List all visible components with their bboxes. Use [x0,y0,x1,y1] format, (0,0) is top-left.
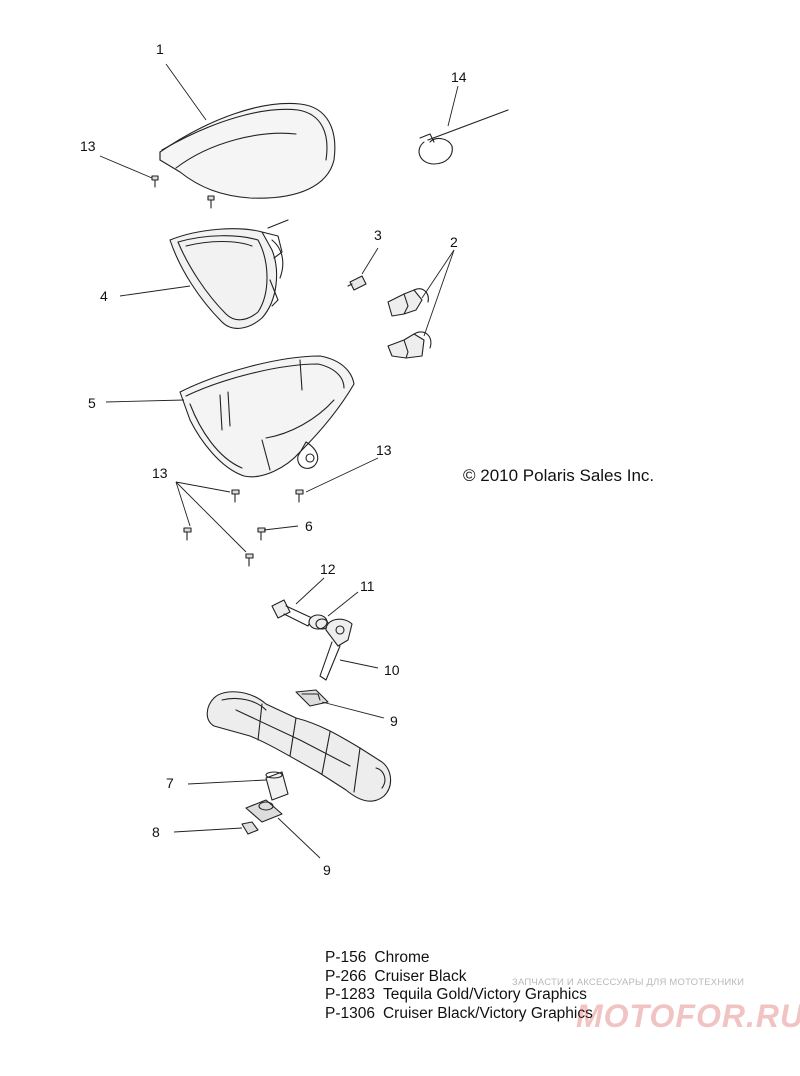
legend-code: P-1306 [325,1004,375,1022]
callout-5: 5 [88,395,96,411]
leader-lines [99,63,459,859]
part-12-bolt [271,599,313,627]
callout-1: 1 [156,41,164,57]
part-9-lower-bushing [245,799,283,823]
watermark-brand: MOTOFOR.RU [576,998,800,1034]
callout-13-left: 13 [152,465,168,481]
triple-clamp [206,691,392,802]
part-6-screw [257,527,266,541]
callout-7: 7 [166,775,174,791]
legend-name: Tequila Gold/Victory Graphics [382,986,587,1003]
part-11-bushing [308,614,329,630]
callout-13-right: 13 [376,442,392,458]
legend-code: P-156 [325,949,367,966]
part-7-sleeve [265,771,289,801]
callout-14: 14 [451,69,467,85]
part-9-upper-bushing [295,689,329,707]
legend-row: P-266 Cruiser Black [325,968,593,987]
callout-12: 12 [320,561,336,577]
part-4-headlamp [169,219,289,329]
part-8-nut [241,821,259,835]
part-14-cable-tie [418,109,509,165]
callout-3: 3 [374,227,382,243]
part-10-bracket [319,618,353,681]
part-1-visor [159,102,336,199]
callout-10: 10 [384,662,400,678]
part-5-housing [179,355,355,478]
callout-4: 4 [100,288,108,304]
callout-11: 11 [360,578,375,594]
callout-8: 8 [152,824,160,840]
legend-code: P-1283 [325,986,375,1003]
callout-6: 6 [305,518,313,534]
callout-labels: 1 2 3 4 5 6 7 8 9 9 10 11 12 13 13 13 14 [80,41,467,878]
part-13-screws-upper [151,175,215,209]
watermark-caption: ЗАПЧАСТИ И АКСЕССУАРЫ ДЛЯ МОТОТЕХНИКИ [512,977,745,988]
callout-13-upper: 13 [80,138,96,154]
callout-9-lower: 9 [323,862,331,878]
part-3-bulb [347,275,367,291]
legend-row: P-156 Chrome [325,949,593,968]
legend-name: Chrome [374,949,430,966]
legend-name: Cruiser Black [374,967,467,985]
callout-2: 2 [450,234,458,250]
color-legend: P-156 Chrome P-266 Cruiser Black P-1283 Teq… [325,949,593,1023]
copyright-text: © 2010 Polaris Sales Inc. [463,466,655,485]
legend-row: P-1306 Cruiser Black/Victory Graphics [325,1005,593,1024]
callout-9-upper: 9 [390,713,398,729]
part-13-screws-lower [183,489,304,567]
legend-code: P-266 [325,967,367,985]
part-2-bulbs [387,288,432,359]
legend-name: Cruiser Black/Victory Graphics [382,1004,593,1022]
legend-row: P-1283 Tequila Gold/Victory Graphics [325,986,593,1005]
